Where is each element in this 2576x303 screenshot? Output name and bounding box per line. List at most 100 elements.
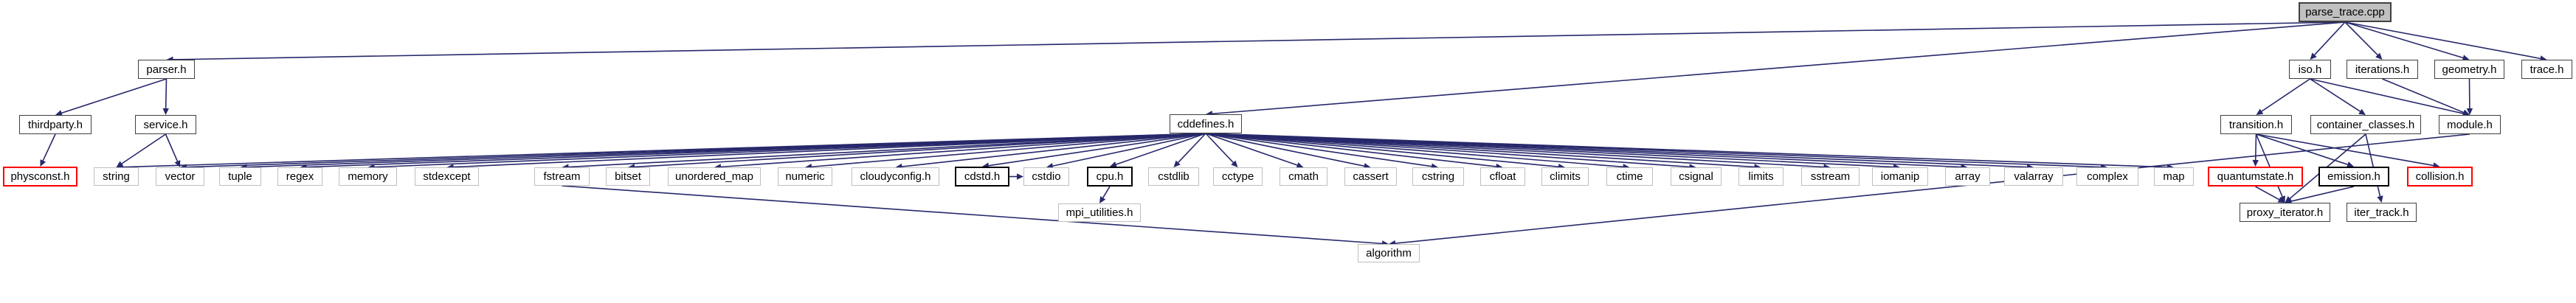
graph-edge (2256, 133, 2440, 169)
graph-node-cstdio[interactable]: cstdio (1023, 167, 1069, 186)
graph-node-label: numeric (785, 170, 825, 183)
graph-node-label: complex (2087, 170, 2128, 183)
graph-edge (2344, 21, 2470, 61)
graph-edge (2344, 21, 2547, 62)
graph-node-trace-h[interactable]: trace.h (2521, 60, 2572, 79)
graph-node-container-classes-h[interactable]: container_classes.h (2310, 115, 2421, 134)
graph-node-iso-h[interactable]: iso.h (2289, 60, 2331, 79)
graph-node-regex[interactable]: regex (277, 167, 322, 186)
graph-node-proxy-iterator-h[interactable]: proxy_iterator.h (2240, 203, 2330, 222)
graph-edge (2255, 186, 2285, 203)
graph-edge (1206, 21, 2346, 117)
graph-node-cctype[interactable]: cctype (1213, 167, 1263, 186)
graph-node-cloudyconfig-h[interactable]: cloudyconfig.h (852, 167, 939, 186)
graph-node-sstream[interactable]: sstream (1801, 167, 1860, 186)
graph-node-string[interactable]: string (94, 167, 139, 186)
graph-edge (2252, 133, 2259, 167)
graph-node-quantumstate-h[interactable]: quantumstate.h (2208, 167, 2303, 187)
graph-node-label: map (2163, 170, 2185, 183)
graph-node-geometry-h[interactable]: geometry.h (2434, 60, 2504, 79)
graph-edge (300, 133, 1206, 170)
graph-node-mpi-utilities-h[interactable]: mpi_utilities.h (1058, 203, 1141, 222)
graph-node-csignal[interactable]: csignal (1671, 167, 1722, 186)
graph-node-memory[interactable]: memory (339, 167, 397, 186)
graph-node-cstring[interactable]: cstring (1412, 167, 1464, 186)
graph-edge (116, 133, 1206, 170)
graph-node-label: tuple (228, 170, 252, 183)
graph-node-fstream[interactable]: fstream (534, 167, 590, 186)
graph-node-cassert[interactable]: cassert (1344, 167, 1397, 186)
graph-node-ctime[interactable]: ctime (1606, 167, 1653, 186)
graph-node-tuple[interactable]: tuple (219, 167, 261, 186)
graph-edge (1205, 133, 1304, 169)
graph-node-physconst-h[interactable]: physconst.h (3, 167, 77, 187)
graph-node-cdstd-h[interactable]: cdstd.h (955, 167, 1009, 187)
graph-node-label: cfloat (1489, 170, 1516, 183)
graph-node-module-h[interactable]: module.h (2439, 115, 2501, 134)
graph-node-emission-h[interactable]: emission.h (2318, 167, 2389, 187)
graph-edge (2285, 186, 2355, 205)
graph-node-service-h[interactable]: service.h (135, 115, 196, 134)
graph-node-label: cdstd.h (964, 170, 1001, 183)
graph-node-cpu-h[interactable]: cpu.h (1087, 167, 1133, 187)
graph-edge (1205, 133, 1900, 170)
graph-node-label: fstream (543, 170, 581, 183)
graph-node-thirdparty-h[interactable]: thirdparty.h (19, 115, 91, 134)
graph-node-label: bitset (615, 170, 641, 183)
graph-node-label: cmath (1288, 170, 1319, 183)
graph-node-parser-h[interactable]: parser.h (138, 60, 195, 79)
graph-node-cddefines-h[interactable]: cddefines.h (1170, 114, 1242, 133)
graph-node-climits[interactable]: climits (1541, 167, 1589, 186)
graph-edge (162, 78, 169, 115)
graph-node-unordered-map[interactable]: unordered_map (668, 167, 761, 186)
graph-node-label: cassert (1353, 170, 1389, 183)
graph-edge (1205, 133, 1831, 170)
graph-edge (1205, 133, 2034, 170)
graph-node-cstdlib[interactable]: cstdlib (1148, 167, 1199, 186)
graph-node-iter-track-h[interactable]: iter_track.h (2347, 203, 2417, 222)
graph-node-label: csignal (1679, 170, 1713, 183)
graph-node-cmath[interactable]: cmath (1280, 167, 1327, 186)
graph-node-transition-h[interactable]: transition.h (2220, 115, 2292, 134)
graph-node-map[interactable]: map (2154, 167, 2194, 186)
graph-node-vector[interactable]: vector (156, 167, 204, 186)
graph-node-label: cddefines.h (1177, 117, 1235, 130)
graph-edge (1205, 133, 1565, 170)
graph-edge (2310, 78, 2470, 117)
graph-node-bitset[interactable]: bitset (606, 167, 650, 186)
graph-node-array[interactable]: array (1945, 167, 1990, 186)
graph-node-label: emission.h (2327, 170, 2380, 183)
graph-node-cfloat[interactable]: cfloat (1480, 167, 1525, 186)
graph-node-label: unordered_map (675, 170, 753, 183)
graph-edge (1205, 133, 2174, 170)
graph-node-iomanip[interactable]: iomanip (1872, 167, 1928, 186)
graph-node-iterations-h[interactable]: iterations.h (2347, 60, 2418, 79)
graph-edge (2344, 21, 2383, 60)
graph-node-parse-trace-cpp[interactable]: parse_trace.cpp (2299, 2, 2392, 22)
graph-node-label: sstream (1810, 170, 1851, 183)
graph-node-label: transition.h (2228, 118, 2284, 131)
graph-edge (2466, 78, 2473, 115)
graph-node-label: iter_track.h (2354, 206, 2409, 219)
graph-edge (562, 185, 1389, 247)
graph-node-limits[interactable]: limits (1738, 167, 1783, 186)
graph-node-label: geometry.h (2442, 63, 2497, 76)
graph-edge (1046, 133, 1206, 170)
graph-edge (982, 133, 1206, 169)
graph-node-valarray[interactable]: valarray (2004, 167, 2063, 186)
graph-edge (1205, 133, 1630, 170)
graph-edge (2310, 21, 2346, 60)
graph-node-label: array (1955, 170, 1981, 183)
graph-node-stdexcept[interactable]: stdexcept (415, 167, 479, 186)
graph-node-algorithm[interactable]: algorithm (1358, 244, 1420, 262)
graph-node-complex[interactable]: complex (2076, 167, 2138, 186)
graph-node-label: quantumstate.h (2217, 170, 2294, 183)
graph-edge (2310, 78, 2366, 115)
graph-node-collision-h[interactable]: collision.h (2407, 167, 2473, 187)
graph-edge (2382, 78, 2470, 116)
graph-node-numeric[interactable]: numeric (778, 167, 832, 186)
graph-edge (40, 133, 56, 167)
graph-node-label: algorithm (1366, 247, 1412, 260)
graph-edge (1110, 133, 1206, 168)
